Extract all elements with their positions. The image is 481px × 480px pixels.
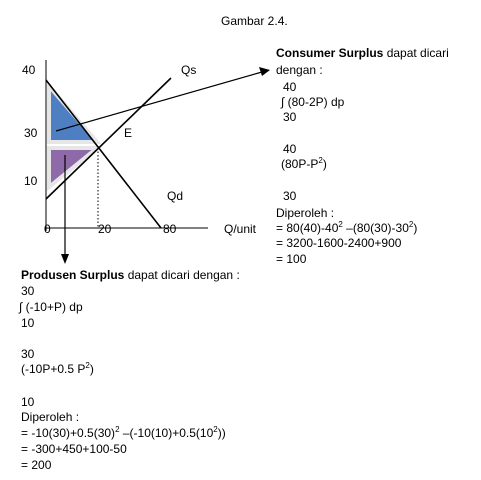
producer-eval-lower: 10 (21, 395, 35, 409)
consumer-surplus-heading-bold: Consumer Surplus (276, 46, 384, 60)
demand-line (45, 79, 162, 229)
producer-result-label: Diperoleh : (21, 410, 80, 424)
superscript: 2 (85, 361, 90, 370)
producer-step1-b: –(-10(10)+0.5(10 (119, 426, 214, 440)
consumer-antiderivative: (80P-P2) (281, 156, 327, 172)
producer-surplus-heading-bold: Produsen Surplus (21, 268, 125, 282)
consumer-lower-limit: 30 (283, 110, 297, 124)
consumer-eval-lower: 30 (283, 189, 297, 203)
superscript: 2 (213, 425, 218, 434)
consumer-step-2: = 3200-1600-2400+900 (276, 236, 402, 250)
y-tick-40: 40 (22, 63, 36, 77)
supply-label: Qs (181, 63, 197, 77)
producer-antideriv-a: (-10P+0.5 P (21, 362, 86, 376)
consumer-result-label: Diperoleh : (276, 206, 335, 220)
producer-step1-c: )) (217, 426, 226, 440)
y-tick-10: 10 (24, 174, 38, 188)
x-tick-80: 80 (163, 222, 177, 236)
superscript: 2 (338, 220, 343, 229)
consumer-antideriv-b: ) (322, 157, 327, 171)
superscript: 2 (408, 220, 414, 229)
consumer-surplus-heading-rest: dapat dicari (383, 46, 449, 60)
demand-label: Qd (167, 189, 184, 203)
consumer-surplus-heading: Consumer Surplus dapat dicari (276, 46, 449, 60)
consumer-step1-c: ) (413, 221, 418, 235)
y-tick-30: 30 (24, 126, 38, 140)
consumer-upper-limit: 40 (283, 80, 297, 94)
supply-line (45, 77, 172, 200)
consumer-eval-upper: 40 (283, 142, 297, 156)
producer-step-3: = 200 (21, 458, 52, 472)
producer-eval-upper: 30 (21, 347, 35, 361)
producer-upper-limit: 30 (21, 284, 35, 298)
producer-antideriv-b: ) (89, 362, 94, 376)
producer-step-1: = -10(30)+0.5(30)2 –(-10(10)+0.5(102)) (21, 425, 226, 441)
consumer-step1-b: –(80(30)-30 (342, 221, 409, 235)
producer-step1-a: = -10(30)+0.5(30) (21, 426, 116, 440)
producer-surplus-heading-rest: dapat dicari dengan : (124, 268, 240, 282)
equilibrium-label: E (124, 126, 133, 140)
consumer-step-1: = 80(40)-402 –(80(30)-302) (276, 220, 418, 236)
superscript: 2 (115, 425, 120, 434)
x-axis-label: Q/unit (224, 222, 257, 236)
figure-title: Gambar 2.4. (221, 14, 288, 28)
consumer-antideriv-a: (80P-P (281, 157, 319, 171)
producer-step-2: = -300+450+100-50 (21, 442, 127, 456)
producer-lower-limit: 10 (21, 316, 35, 330)
producer-surplus-area (47, 146, 103, 192)
superscript: 2 (318, 156, 323, 165)
consumer-arrow-line (55, 71, 263, 132)
consumer-arrow-head (259, 67, 270, 76)
consumer-surplus-heading-line2: dengan : (276, 63, 323, 77)
producer-surplus-heading: Produsen Surplus dapat dicari dengan : (21, 268, 240, 282)
producer-arrow-head (61, 254, 69, 264)
producer-integral: ∫ (-10+P) dp (19, 300, 83, 314)
x-tick-20: 20 (98, 222, 112, 236)
x-tick-0: 0 (44, 222, 51, 236)
producer-antiderivative: (-10P+0.5 P2) (21, 361, 94, 377)
consumer-step1-a: = 80(40)-40 (276, 221, 339, 235)
consumer-step-3: = 100 (276, 252, 307, 266)
consumer-integral: ∫ (80-2P) dp (281, 95, 345, 109)
